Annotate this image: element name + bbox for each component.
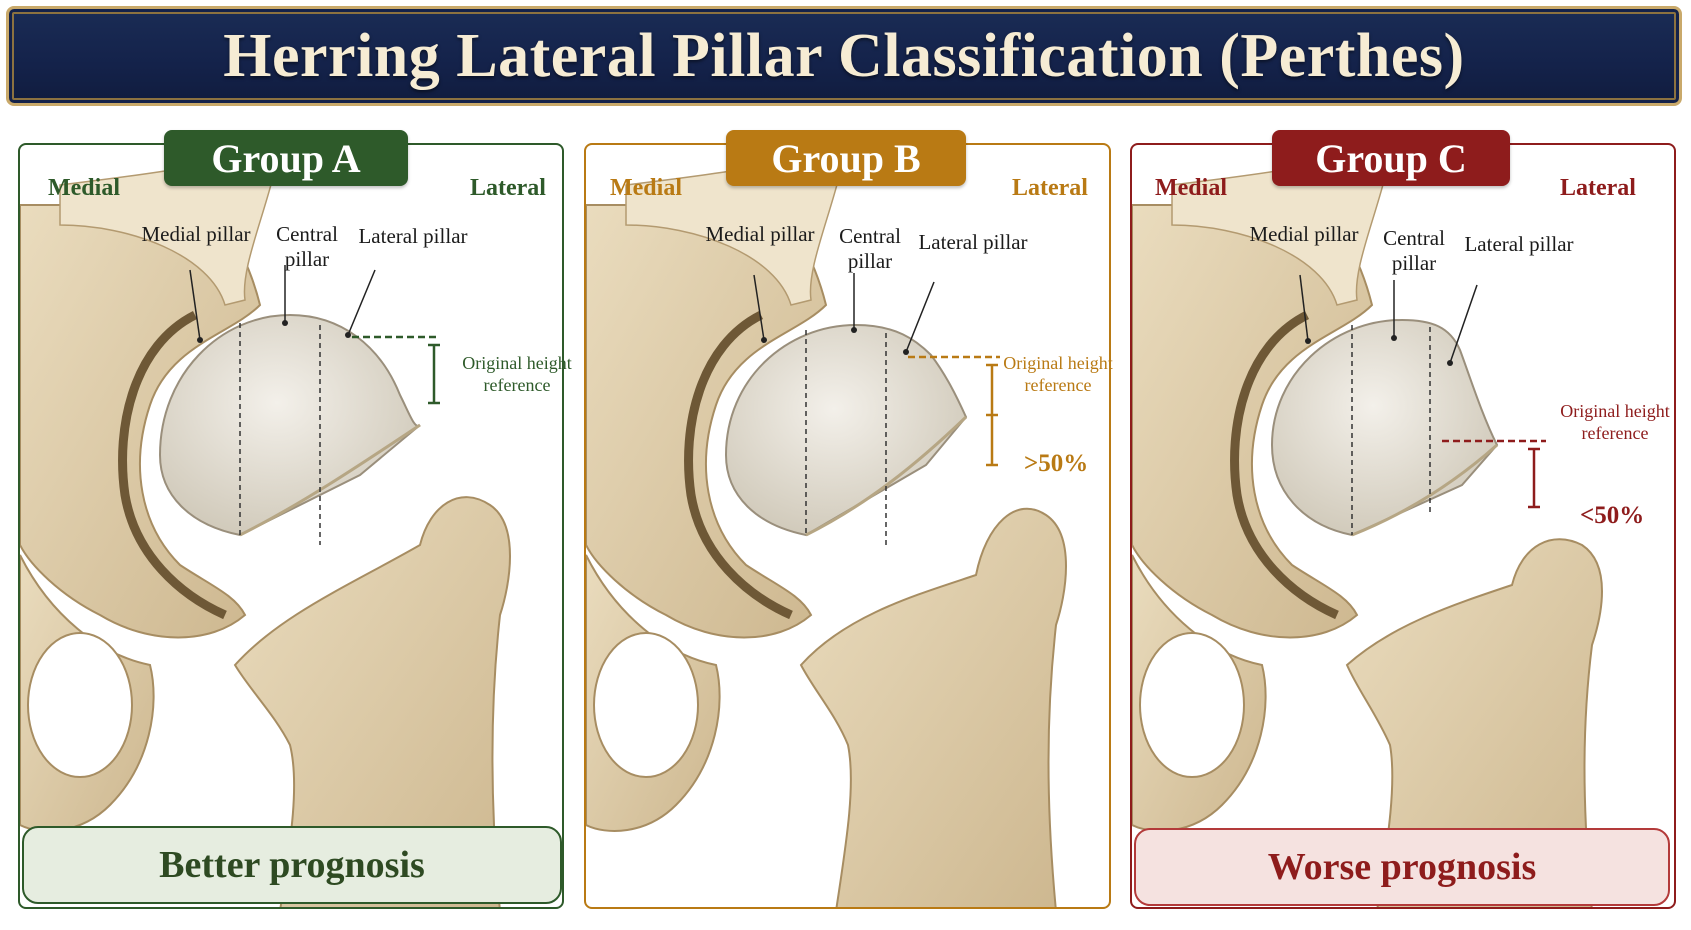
femoral-head — [158, 313, 421, 537]
femur-bone — [1345, 538, 1603, 907]
group-a-badge: Group A — [164, 130, 408, 186]
panel-group-b — [584, 143, 1111, 909]
central-pillar-label-c: Central pillar — [1383, 226, 1445, 275]
lateral-label-c: Lateral — [1560, 175, 1636, 201]
acetabulum — [1230, 310, 1339, 620]
lateral-label-a: Lateral — [470, 175, 546, 201]
obturator-foramen — [27, 632, 133, 778]
leader-lateral-pillar — [1449, 284, 1478, 364]
leader-lateral-pillar — [905, 281, 935, 353]
obturator-foramen — [1139, 632, 1245, 778]
reference-label-b: Original height reference — [1003, 353, 1113, 395]
percent-label-b: >50% — [1024, 450, 1089, 477]
page-title: Herring Lateral Pillar Classification (P… — [223, 21, 1465, 90]
leader-medial-pillar — [1299, 274, 1309, 342]
growth-plate — [805, 415, 968, 537]
growth-plate — [239, 423, 421, 537]
panel-group-a — [18, 143, 564, 909]
prognosis-worse: Worse prognosis — [1134, 828, 1670, 906]
medial-label-c: Medial — [1155, 175, 1227, 201]
acetabulum — [118, 310, 227, 620]
percent-label-c: <50% — [1580, 502, 1645, 529]
medial-label-b: Medial — [610, 175, 682, 201]
lateral-pillar-label-c: Lateral pillar — [1464, 232, 1574, 256]
growth-plate — [1351, 443, 1498, 537]
acetabulum — [684, 310, 793, 620]
femoral-head — [724, 323, 968, 537]
leader-lateral-pillar — [347, 269, 376, 336]
hip-illustration-b — [586, 145, 1067, 907]
group-c-badge: Group C — [1272, 130, 1510, 186]
femoral-head — [1270, 318, 1499, 537]
femur-bone — [799, 507, 1067, 907]
reference-label-a: Original height reference — [462, 353, 572, 395]
group-b-badge: Group B — [726, 130, 966, 186]
femur-bone — [233, 496, 511, 907]
lateral-pillar-label-a: Lateral pillar — [358, 224, 468, 248]
medial-pillar-label-a: Medial pillar — [141, 222, 251, 246]
title-banner: Herring Lateral Pillar Classification (P… — [6, 6, 1682, 106]
medial-label-a: Medial — [48, 175, 120, 201]
leader-medial-pillar — [753, 274, 765, 341]
reference-label-c: Original height reference — [1560, 401, 1670, 443]
obturator-foramen — [593, 632, 699, 778]
lateral-label-b: Lateral — [1012, 175, 1088, 201]
medial-pillar-label-b: Medial pillar — [705, 222, 815, 246]
leader-medial-pillar — [189, 269, 201, 341]
lateral-pillar-label-b: Lateral pillar — [918, 230, 1028, 254]
prognosis-better: Better prognosis — [22, 826, 562, 904]
central-pillar-label-b: Central pillar — [839, 224, 901, 273]
panel-group-c — [1130, 143, 1676, 909]
central-pillar-label-a: Central pillar — [276, 222, 338, 271]
hip-illustration-c — [1132, 145, 1603, 907]
medial-pillar-label-c: Medial pillar — [1249, 222, 1359, 246]
